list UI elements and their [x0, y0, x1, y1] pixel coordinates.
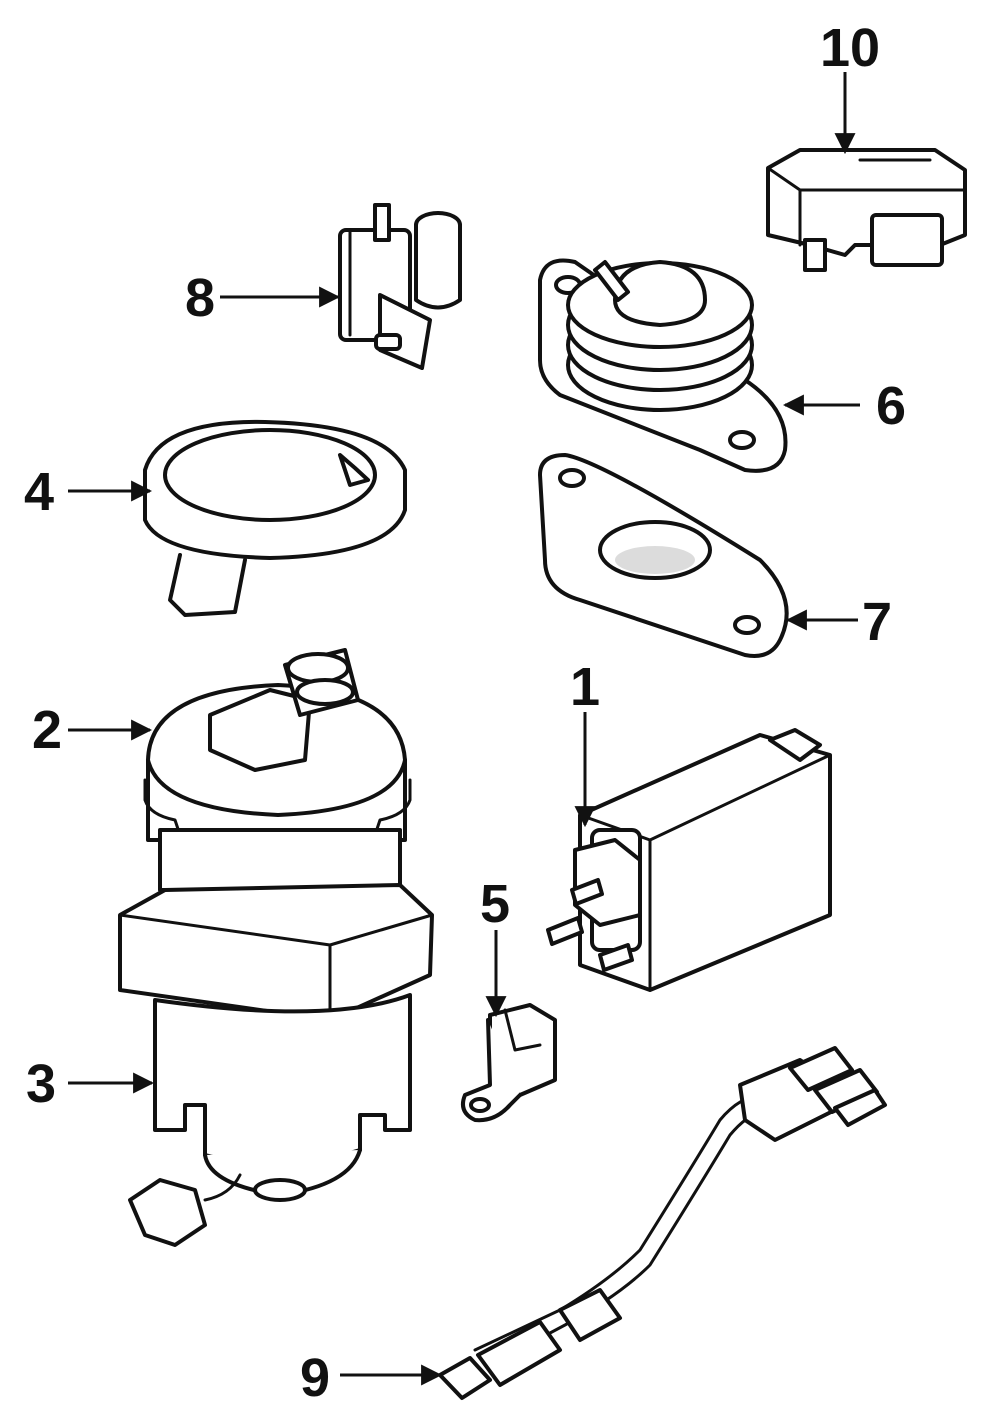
part-4-ring: [143, 419, 407, 617]
part-5-bracket: [461, 1003, 557, 1123]
part-2-canister-top: [143, 648, 412, 842]
part-8-solenoid: [338, 203, 462, 370]
part-6-egr-valve: [538, 258, 788, 473]
callout-9: 9: [300, 1348, 330, 1408]
callout-2: 2: [32, 700, 62, 760]
part-3-canister-body: [118, 828, 434, 1247]
callout-3: 3: [26, 1054, 56, 1114]
part-10-sensor: [766, 148, 967, 272]
part-9-o2-sensor: [438, 1046, 887, 1400]
callout-6: 6: [876, 376, 906, 436]
callout-10: 10: [820, 18, 880, 78]
part-1-module: [546, 728, 832, 992]
callout-8: 8: [185, 268, 215, 328]
callout-4: 4: [24, 462, 54, 522]
part-7-gasket: [538, 453, 789, 658]
callout-1: 1: [570, 657, 600, 717]
callout-7: 7: [862, 592, 892, 652]
callout-5: 5: [480, 874, 510, 934]
